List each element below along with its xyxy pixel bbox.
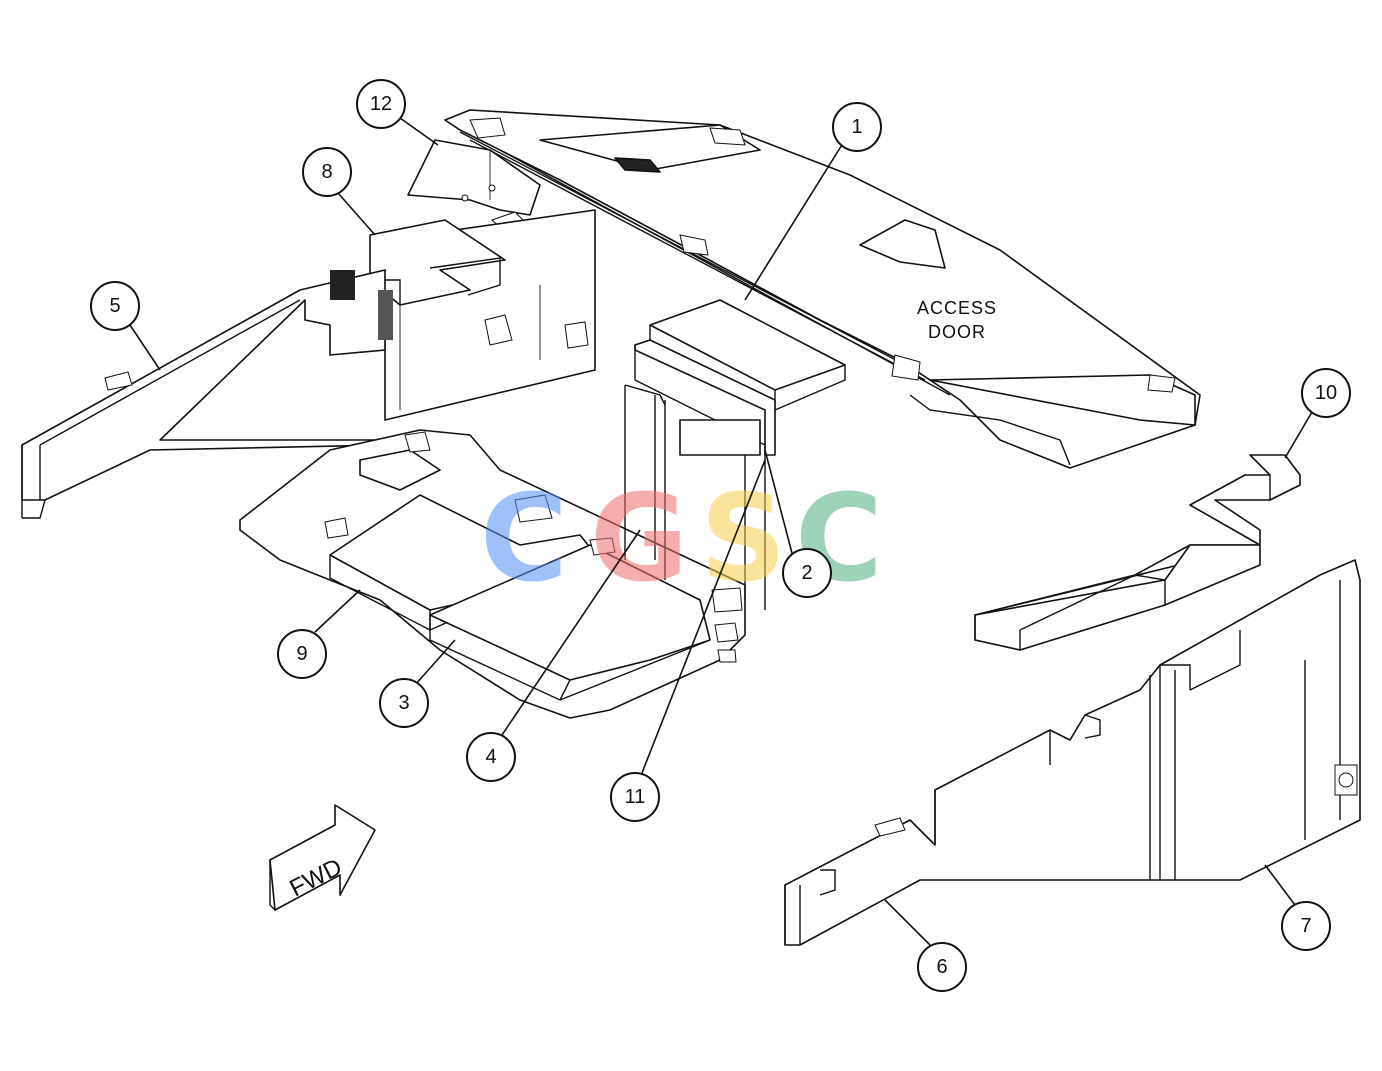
callout-balloon-4: 4 <box>466 732 516 782</box>
left-bar-part-5 <box>21 269 393 519</box>
callout-6-text: 6 <box>936 956 947 978</box>
callout-9-text: 9 <box>296 643 307 665</box>
callout-balloon-10: 10 <box>1301 368 1351 418</box>
watermark-letter-s: S <box>700 470 786 609</box>
callout-3-text: 3 <box>398 692 409 714</box>
callout-balloon-11: 11 <box>610 772 660 822</box>
access-door-panel <box>444 109 1201 469</box>
callout-4-text: 4 <box>485 746 496 768</box>
callout-2-text: 2 <box>801 562 812 584</box>
callout-balloon-8: 8 <box>302 147 352 197</box>
leader-lines <box>129 117 1313 946</box>
callout-balloon-6: 6 <box>917 942 967 992</box>
callout-balloon-3: 3 <box>379 678 429 728</box>
callout-balloon-1: 1 <box>832 102 882 152</box>
access-door-label-line2: DOOR <box>928 322 986 342</box>
watermark-letter-g: G <box>590 470 689 609</box>
callout-7-text: 7 <box>1300 915 1311 937</box>
callout-10-text: 10 <box>1315 382 1337 404</box>
bottom-right-assembly-parts-6-7 <box>784 559 1361 946</box>
callout-balloon-7: 7 <box>1281 901 1331 951</box>
right-plate-part-10 <box>974 454 1301 651</box>
callout-balloon-5: 5 <box>90 281 140 331</box>
callout-11-text: 11 <box>625 786 646 808</box>
callout-balloon-9: 9 <box>277 629 327 679</box>
callout-balloon-12: 12 <box>356 79 406 129</box>
callout-12-text: 12 <box>370 93 392 115</box>
cgsc-watermark: C G S C <box>480 470 883 609</box>
forward-direction-arrow: FWD <box>269 804 376 911</box>
callout-1-text: 1 <box>851 116 862 138</box>
block-part-8 <box>369 219 506 306</box>
callout-balloon-2: 2 <box>782 548 832 598</box>
access-door-label-line1: ACCESS <box>917 298 997 318</box>
callout-5-text: 5 <box>109 295 120 317</box>
base-floor-plate <box>239 429 746 719</box>
center-block-part-1 <box>624 299 846 610</box>
watermark-letter-c1: C <box>480 470 568 609</box>
callout-8-text: 8 <box>321 161 332 183</box>
